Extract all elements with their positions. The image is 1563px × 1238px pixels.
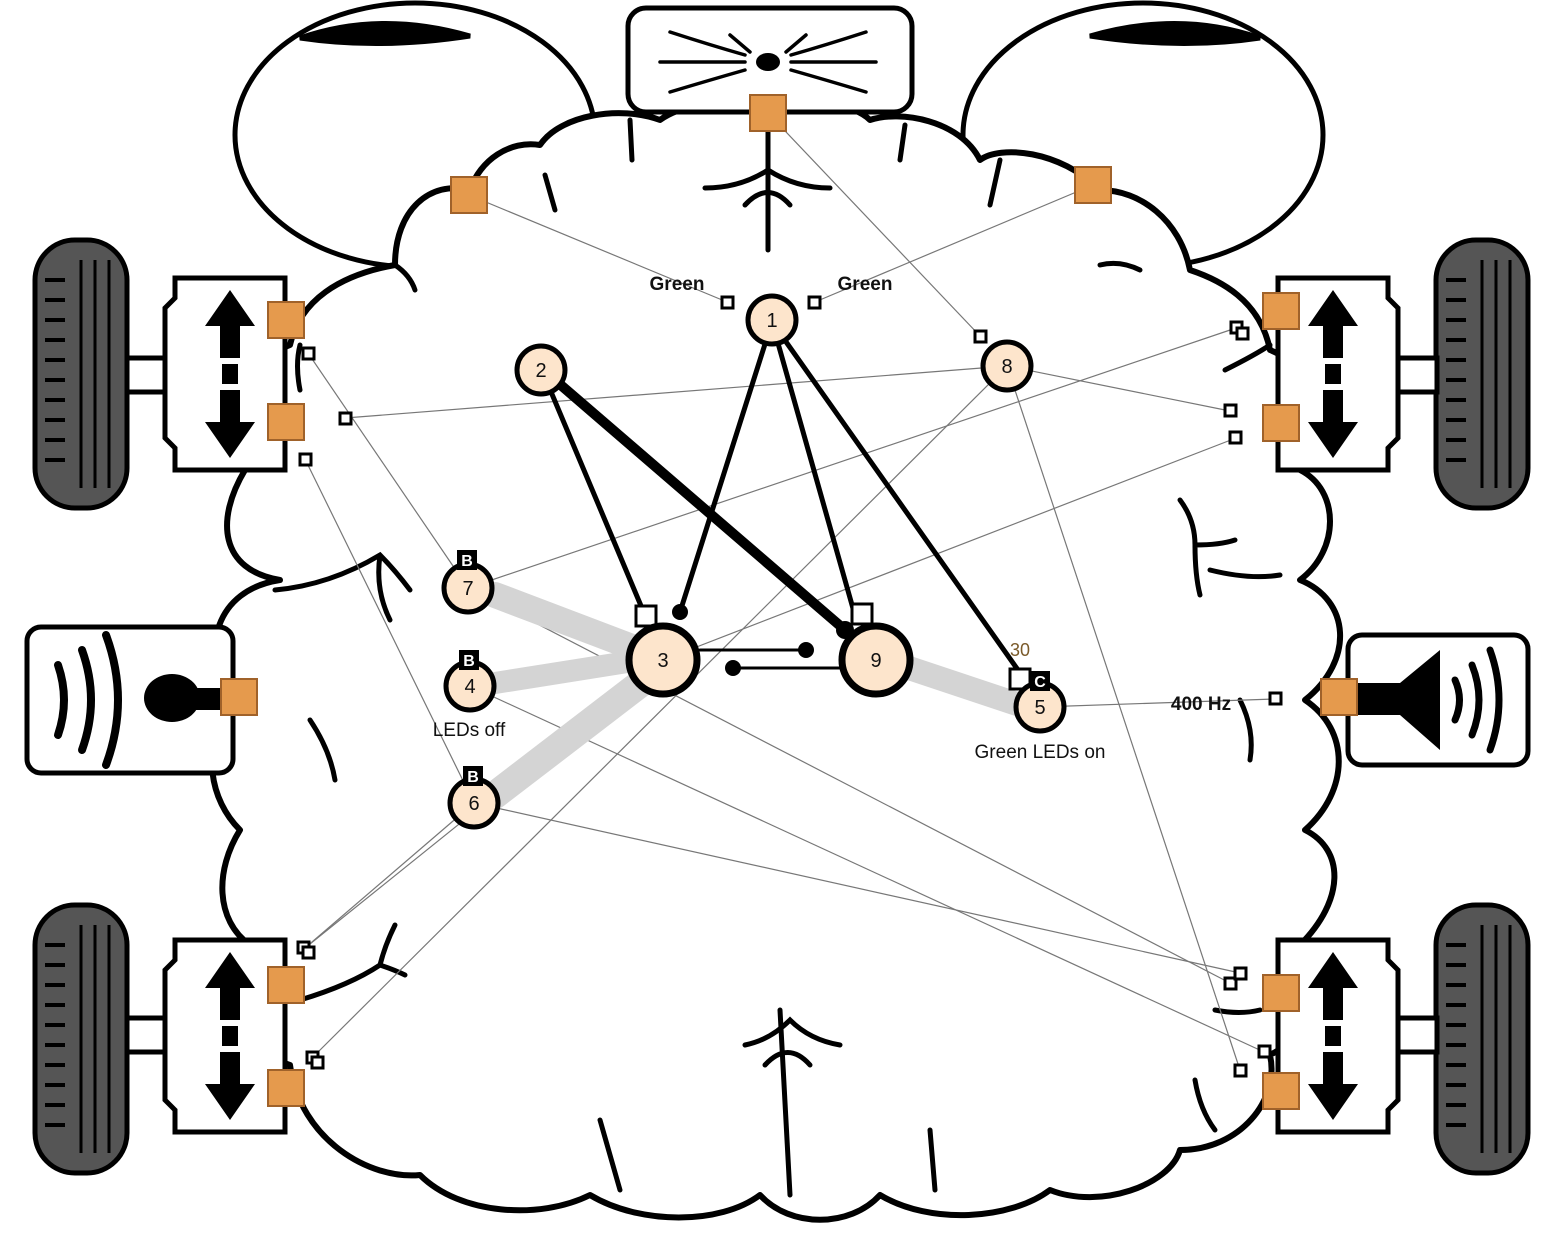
port-right-eye [1074,166,1112,204]
microphone-icon [24,624,236,776]
ports [220,94,1358,1110]
port-motor-rl-down [267,1069,305,1107]
port-camera [749,94,787,132]
brain-folds [272,117,1283,1198]
speaker-icon [1345,632,1531,768]
neuron-5-badge: C [1034,674,1046,691]
port-motor-rl-up [267,966,305,1004]
port-motor-rr-up [1262,974,1300,1012]
port-motor-fl-up [267,301,305,339]
neuron-9-label: 9 [870,650,881,672]
neuron-2[interactable]: 2 [514,343,568,397]
neuron-4-badge: B [463,653,475,670]
neuron-5-weight: 30 [1010,640,1030,660]
shadow-connections [481,582,1032,809]
neuron-1[interactable]: 1 [745,293,799,347]
port-left-eye [450,176,488,214]
neuron-9[interactable]: 9 [838,622,914,698]
neuron-6-label: 6 [468,793,479,815]
neuron-7-badge: B [461,553,473,570]
port-motor-fr-up [1262,292,1300,330]
neuron-7-label: 7 [462,578,473,600]
neuron-1-label: 1 [766,310,777,332]
neuron-6-badge: B [467,769,479,786]
port-motor-rr-down [1262,1072,1300,1110]
brain-outline [208,94,1343,1223]
port-microphone [220,678,258,716]
input-terminals [296,295,1283,1078]
motor-front-left [35,240,285,508]
synapses [536,319,1021,673]
port-motor-fl-down [267,403,305,441]
motor-rear-left [35,905,285,1173]
neuron-4-label: 4 [464,676,475,698]
neuron-3[interactable]: 3 [625,622,701,698]
neuron-7[interactable]: B 7 [441,550,495,615]
neuron-8-label: 8 [1001,356,1012,378]
thin-connections [304,112,1276,1071]
neuron-4-caption: LEDs off [433,720,506,741]
neurons: 1 2 3 B 4 LEDs off C 5 30 Green LEDs on [433,293,1106,830]
port-speaker [1320,678,1358,716]
neuron-5-caption: Green LEDs on [975,742,1106,763]
neuron-8[interactable]: 8 [980,339,1034,393]
motor-rear-right [1278,905,1528,1173]
speaker-frequency-label: 400 Hz [1171,694,1231,715]
synapse-terminals [634,602,1032,691]
camera-right-label: Green [838,274,893,295]
motor-front-right [1278,240,1528,508]
neuron-6[interactable]: B 6 [447,766,501,830]
port-motor-fr-down [1262,404,1300,442]
neuron-5[interactable]: C 5 30 Green LEDs on [975,640,1106,763]
neuron-2-label: 2 [535,360,546,382]
neuron-3-label: 3 [657,650,668,672]
neuron-5-label: 5 [1034,697,1045,719]
neuron-4[interactable]: B 4 LEDs off [433,650,506,741]
camera-left-label: Green [650,274,705,295]
